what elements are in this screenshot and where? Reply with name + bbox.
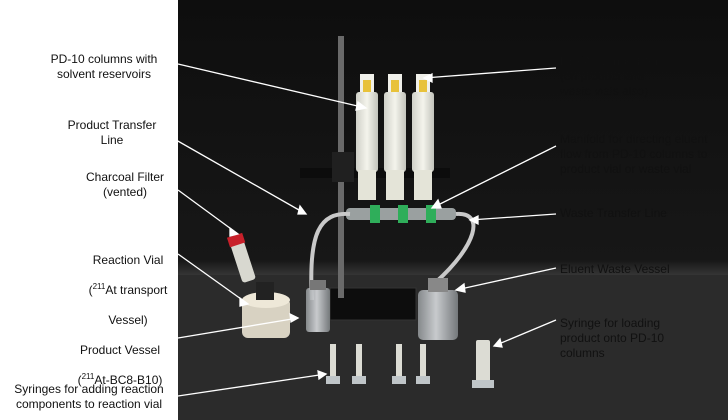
hepa-filters <box>360 74 430 92</box>
label-product-vessel-isotope: 211 <box>81 372 95 381</box>
reaction-syringes <box>326 344 430 384</box>
ring-stand-base <box>329 287 417 321</box>
product-transfer-line <box>309 211 351 301</box>
label-reaction-vial-line2: At transport <box>105 283 168 297</box>
label-product-vessel-line2: At-BC8-B10) <box>94 373 163 387</box>
eluent-waste-vessel <box>418 278 458 340</box>
label-pd10-columns: PD-10 columns with solvent reservoirs <box>50 52 158 81</box>
clamp-block <box>332 152 354 182</box>
label-reaction-vial: Reaction Vial (211At transport Vessel) <box>88 253 168 327</box>
label-waste-transfer-line: Waste Transfer Line <box>560 206 667 220</box>
label-manifold: Manifold for directing eluent flow from … <box>560 132 708 176</box>
label-reaction-vial-line3: Vessel) <box>108 313 148 327</box>
label-hepa-filters: HEPA syringe filters (on product and was… <box>560 54 666 98</box>
waste-transfer-line <box>434 211 476 284</box>
pd10-columns <box>356 92 434 200</box>
leader-lines <box>161 63 557 397</box>
label-product-transfer-line: Product Transfer Line <box>67 118 157 147</box>
label-reaction-vial-line1: Reaction Vial <box>92 253 164 267</box>
manifold <box>346 205 456 223</box>
label-charcoal-filter: Charcoal Filter (vented) <box>85 170 165 199</box>
label-reaction-vial-isotope: 211 <box>92 282 106 291</box>
product-vessel <box>306 280 330 332</box>
charcoal-filter <box>226 232 256 283</box>
loading-syringe <box>472 340 494 388</box>
label-product-vessel-line1: Product Vessel <box>79 343 161 357</box>
label-syringes-adding: Syringes for adding reaction components … <box>14 382 164 411</box>
label-syringe-loading: Syringe for loading product onto PD-10 c… <box>560 316 665 360</box>
reaction-vial <box>242 282 290 338</box>
label-product-vessel: Product Vessel (211At-BC8-B10) <box>77 343 163 387</box>
label-eluent-waste-vessel: Eluent Waste Vessel <box>560 262 670 276</box>
